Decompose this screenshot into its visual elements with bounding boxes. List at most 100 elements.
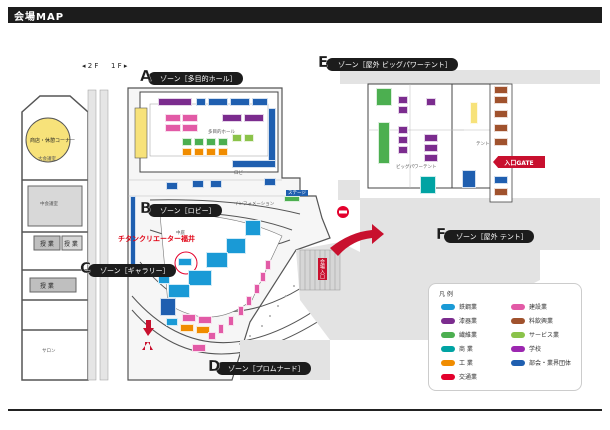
room-label-commerce: 商店・休憩コーナー: [30, 138, 76, 144]
legend-label: 建設業: [529, 304, 548, 311]
booth: [252, 98, 268, 106]
legend-swatch: [441, 373, 455, 380]
booth: [206, 148, 216, 156]
booth: [494, 138, 508, 146]
zone-text-b: ゾーン［ロビー］: [160, 206, 216, 215]
booth: [168, 284, 190, 298]
hall-side-strip: [134, 107, 148, 159]
lecture-room-2: [61, 235, 83, 251]
lecture-room-1: [33, 235, 61, 251]
booth: [246, 296, 252, 306]
zone-label-c: C ゾーン［ギャラリー］: [80, 259, 176, 277]
commerce-corner-circle: [25, 117, 71, 163]
booth: [232, 160, 276, 168]
legend-item: 繊維業: [441, 330, 477, 339]
zone-text-e: ゾーン［屋外 ビッグパワーテント］: [338, 60, 452, 69]
zone-label-e: E ゾーン［屋外 ビッグパワーテント］: [318, 53, 458, 71]
legend-title: 凡 例: [439, 291, 453, 298]
zone-letter-a: A: [140, 67, 152, 85]
lecture-room-3: [29, 277, 77, 293]
zone-letter-e: E: [318, 53, 329, 71]
booth: [470, 102, 478, 124]
legend-swatch: [441, 345, 455, 352]
stairs: [299, 249, 341, 291]
legend-swatch: [441, 317, 455, 324]
booth: [218, 138, 228, 146]
legend-item: 鉄鋼業: [441, 302, 477, 311]
booth: [226, 238, 246, 254]
booth: [494, 176, 508, 184]
booth: [494, 110, 508, 118]
booth: [206, 138, 216, 146]
room-label-tent: テント: [476, 142, 490, 147]
booth: [192, 180, 204, 188]
zone-letter-f: F: [436, 225, 447, 243]
booth: [378, 122, 390, 164]
legend-swatch: [511, 317, 525, 324]
entrance-gate: 入口GATE: [493, 156, 545, 168]
booth: [238, 306, 244, 316]
zone-letter-c: C: [80, 259, 92, 277]
booth: [166, 182, 178, 190]
legend-item: 工 業: [441, 358, 473, 367]
legend-item: 建設業: [511, 302, 547, 311]
legend-item: 料飲興業: [511, 316, 553, 325]
legend-swatch: [441, 331, 455, 338]
booth: [206, 252, 228, 268]
booth: [268, 108, 276, 168]
legend: 凡 例 鉄鋼業 建設業 漆器業 料飲興業 繊維業 サービス業 商 業 学校 工 …: [428, 283, 582, 391]
legend-label: 料飲興業: [529, 318, 554, 325]
booth: [182, 114, 198, 122]
legend-label: 学校: [529, 346, 542, 353]
zone-text-a: ゾーン［多目的ホール］: [160, 74, 237, 83]
booth: [218, 148, 228, 156]
mid-meeting-room: [27, 185, 83, 227]
booth: [398, 136, 408, 144]
booth: [182, 124, 198, 132]
booth: [182, 148, 192, 156]
legend-item: サービス業: [511, 330, 559, 339]
booth: [494, 124, 508, 132]
booth: [208, 98, 228, 106]
header-bar: [8, 7, 602, 23]
booth: [426, 98, 436, 106]
legend-item: 部会・業界団体: [511, 358, 571, 367]
legend-label: 商 業: [459, 346, 473, 353]
room-label-big-tent: ビッグパワーテント: [396, 165, 437, 170]
legend-label: 鉄鋼業: [459, 304, 478, 311]
booth: [462, 170, 476, 188]
up-arrow: [143, 320, 154, 336]
zone-label-a: A ゾーン［多目的ホール］: [140, 67, 243, 85]
titan-creator-label: チタンクリエーター福井: [118, 235, 195, 243]
room-label-banquet: 大会議室: [38, 157, 56, 162]
booth: [398, 146, 408, 154]
booth: [182, 138, 192, 146]
booth: [245, 220, 261, 236]
zone-label-f: F ゾーン［屋外 テント］: [436, 225, 534, 243]
booth: [228, 316, 234, 326]
page-title: 会場MAP: [14, 12, 65, 23]
down-arrow: [142, 342, 153, 350]
entrance-arrow: [330, 224, 384, 256]
booth: [265, 260, 271, 270]
legend-item: 学校: [511, 344, 541, 353]
legend-label: 部会・業界団体: [529, 360, 572, 367]
booth: [166, 318, 178, 326]
booth: [424, 144, 438, 152]
corridor-2f: [87, 89, 109, 381]
legend-swatch: [511, 345, 525, 352]
booth: [254, 284, 260, 294]
booth: [210, 180, 222, 188]
room-label-lecture-1: 授 業: [40, 241, 54, 248]
booth: [165, 124, 181, 132]
booth: [180, 324, 194, 332]
booth: [494, 96, 508, 104]
booth: [424, 154, 438, 162]
floor-2f-marker: ◂ 2 F: [82, 62, 99, 70]
room-label-lecture-2: 授 業: [64, 241, 78, 248]
booth: [424, 134, 438, 142]
zone-label-b: B ゾーン［ロビー］: [140, 199, 222, 217]
room-label-lobby: ロビー: [234, 171, 248, 176]
zone-label-d: D ゾーン［プロムナード］: [208, 357, 311, 375]
legend-swatch: [511, 359, 525, 366]
